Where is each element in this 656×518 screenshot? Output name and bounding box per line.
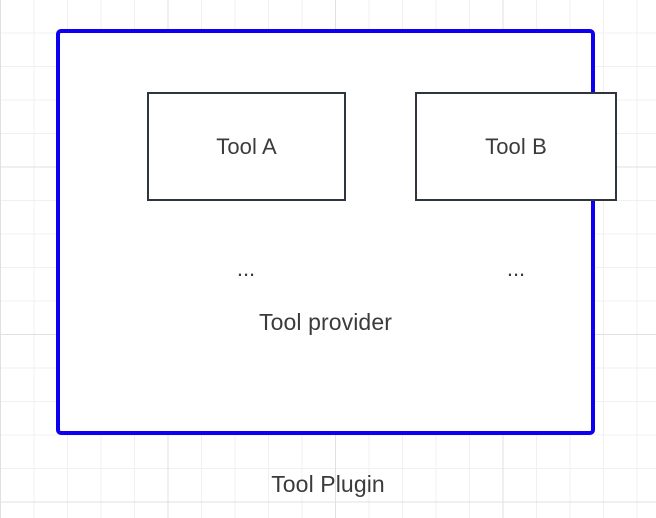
tool-provider-label: Tool provider [259, 309, 392, 335]
tool-b-label: Tool B [485, 133, 547, 159]
tool-b-ellipsis: ... [506, 256, 526, 281]
tool-a-ellipsis: ... [236, 256, 256, 281]
tool-a-node[interactable]: Tool A [147, 92, 346, 201]
tool-b-node[interactable]: Tool B [415, 92, 617, 201]
tool-provider-container[interactable]: Tool A Tool B ... ... Tool provider [56, 29, 617, 435]
tool-a-label: Tool A [216, 133, 277, 159]
tool-plugin-caption: Tool Plugin [271, 471, 385, 497]
